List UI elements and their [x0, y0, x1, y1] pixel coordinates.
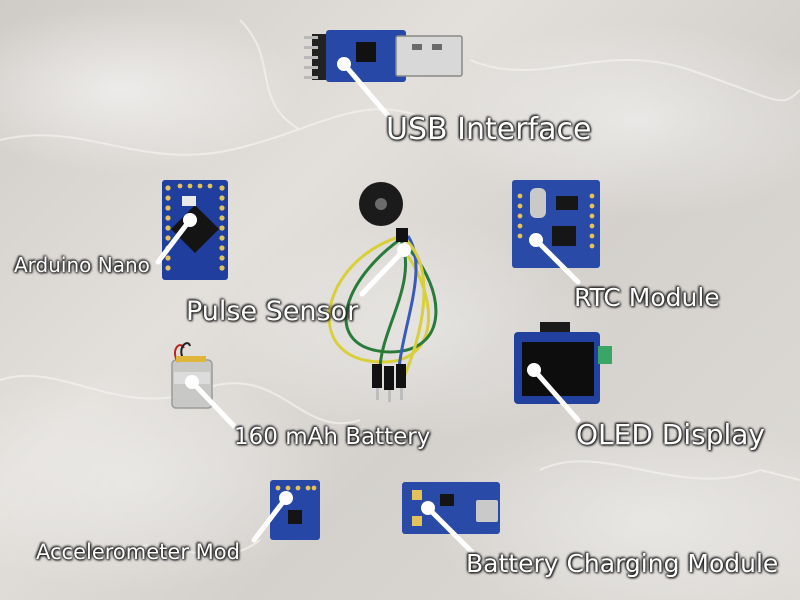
pointer-dots — [183, 57, 543, 515]
arduino-nano-label: Arduino Nano — [14, 253, 150, 277]
arduino-nano-board — [162, 180, 228, 280]
pointer-lines — [155, 61, 581, 555]
charging-module-label: Battery Charging Module — [466, 549, 779, 578]
usb-interface-board — [304, 30, 463, 82]
pulse-sensor-label: Pulse Sensor — [186, 296, 359, 327]
rtc-module-board — [512, 180, 600, 268]
charging-module-board — [402, 482, 500, 534]
accelerometer-label: Accelerometer Mod — [36, 540, 240, 564]
battery-label: 160 mAh Battery — [234, 424, 431, 450]
usb-interface-label: USB Interface — [386, 112, 592, 147]
oled-display-board — [514, 322, 612, 404]
rtc-module-label: RTC Module — [574, 283, 720, 312]
oled-display-label: OLED Display — [576, 418, 765, 451]
pulse-sensor — [327, 182, 438, 402]
